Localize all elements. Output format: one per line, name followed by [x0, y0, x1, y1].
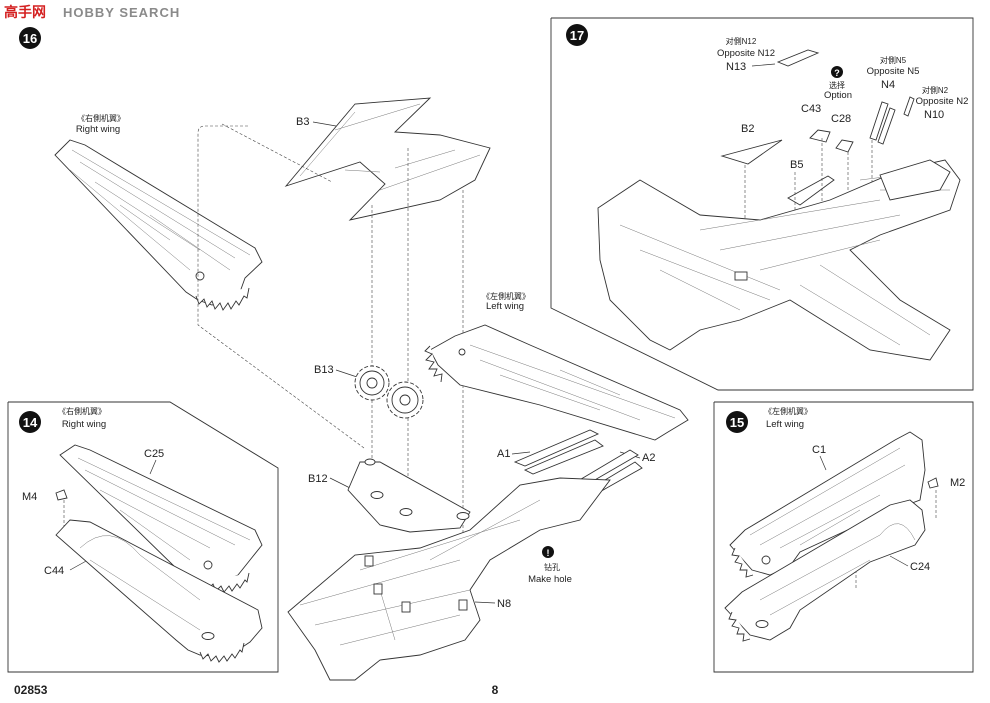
step-15-number: 15	[730, 415, 744, 430]
aircraft-assembly	[597, 159, 961, 361]
step-15: 15 《左側机翼》 Left wing C1 M2 C24	[724, 406, 965, 642]
right-wing-cn-label: 《右側机翼》	[77, 113, 125, 123]
step-17-badge	[566, 24, 588, 46]
part-n4	[869, 101, 896, 145]
part-c44	[55, 519, 263, 663]
step-14-number: 14	[23, 415, 38, 430]
part-label-b2: B2	[741, 123, 754, 135]
left-wing-cn-label: 《左側机翼》	[482, 291, 530, 301]
step-16-number: 16	[23, 31, 37, 46]
step-15-cn-label: 《左側机翼》	[764, 406, 812, 416]
make-hole-en: Make hole	[528, 574, 572, 585]
step-14-badge	[19, 411, 41, 433]
svg-text:!: !	[547, 548, 550, 558]
opposite-n2-cn: 对側N2	[922, 85, 949, 95]
step-17: 17 对側N12 Opposite N12 N13 ? 选择 Option 对側…	[566, 24, 969, 361]
part-label-c28: C28	[831, 113, 851, 125]
part-label-a2: A2	[642, 452, 655, 464]
part-label-b5: B5	[790, 159, 803, 171]
svg-text:?: ?	[834, 68, 840, 78]
part-b12	[347, 458, 471, 533]
part-label-m2: M2	[950, 477, 965, 489]
part-b3	[284, 97, 491, 221]
opposite-n2-en: Opposite N2	[916, 96, 969, 107]
part-b2	[720, 139, 783, 165]
left-wing-en-label: Left wing	[486, 301, 524, 312]
part-b13	[354, 365, 424, 419]
step-14-cn-label: 《右側机翼》	[58, 406, 106, 416]
bang-circle-icon	[542, 546, 554, 558]
part-label-n8: N8	[497, 598, 511, 610]
step-16-badge	[19, 27, 41, 49]
part-label-n4: N4	[881, 79, 895, 91]
part-label-m4: M4	[22, 491, 37, 503]
option-en: Option	[824, 90, 852, 101]
make-hole-cn: 钻孔	[544, 562, 560, 572]
part-label-n13: N13	[726, 61, 746, 73]
part-label-c25: C25	[144, 448, 164, 460]
part-n10	[903, 96, 915, 117]
part-label-n10: N10	[924, 109, 944, 121]
question-circle-icon	[831, 66, 843, 78]
part-m4	[55, 489, 68, 501]
kit-number: 02853	[14, 683, 48, 697]
page-number: 8	[492, 683, 499, 697]
step-14-frame	[7, 401, 279, 673]
watermark-text: HOBBY SEARCH	[63, 5, 180, 20]
left-wing-upper-part	[424, 324, 689, 441]
step-15-frame	[713, 401, 974, 673]
part-n13	[776, 49, 820, 67]
part-label-c44: C44	[44, 565, 64, 577]
step-15-en-label: Left wing	[766, 419, 804, 430]
watermark: 高手网 HOBBY SEARCH	[2, 4, 180, 20]
part-label-b13: B13	[314, 364, 334, 376]
opposite-n12-cn: 对側N12	[726, 36, 757, 46]
part-n8	[287, 477, 611, 681]
option-cn: 选择	[829, 80, 845, 90]
part-c24	[724, 499, 926, 642]
watermark-logo: 高手网	[4, 4, 46, 20]
step-14-en-label: Right wing	[62, 419, 106, 430]
opposite-n5-cn: 对側N5	[880, 55, 907, 65]
part-label-a1: A1	[497, 448, 510, 460]
part-label-c1: C1	[812, 444, 826, 456]
part-m2	[927, 477, 939, 489]
make-hole-note: ! 钻孔 Make hole	[528, 546, 572, 585]
part-c1	[729, 431, 926, 578]
part-label-c24: C24	[910, 561, 930, 573]
part-label-c43: C43	[801, 103, 821, 115]
right-wing-upper-part	[54, 139, 263, 311]
step-17-frame	[550, 17, 974, 391]
part-b5	[787, 175, 835, 206]
part-a1	[513, 429, 604, 475]
part-c28	[835, 139, 854, 153]
opposite-n12-en: Opposite N12	[717, 48, 775, 59]
step-15-badge	[726, 411, 748, 433]
step-14: 14 《右側机翼》 Right wing C25 M4 C44	[19, 406, 263, 663]
right-wing-en-label: Right wing	[76, 124, 120, 135]
step-17-number: 17	[570, 28, 584, 43]
part-c43	[809, 129, 831, 143]
opposite-n5-en: Opposite N5	[867, 66, 920, 77]
part-label-b3: B3	[296, 116, 309, 128]
part-label-b12: B12	[308, 473, 328, 485]
step-16: 16 《右側机翼》 Right wing B3 《左側机翼》 Left wing	[19, 27, 689, 681]
